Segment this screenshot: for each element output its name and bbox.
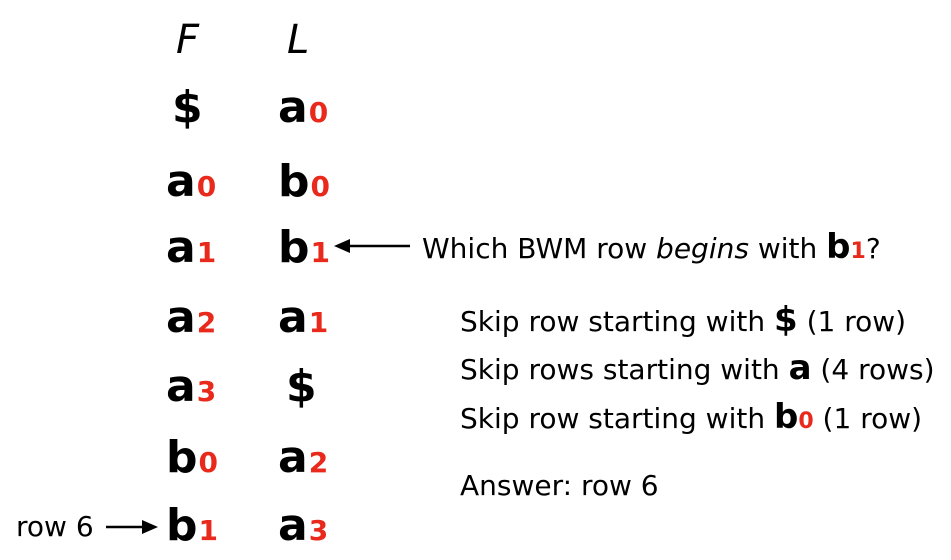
skip-step-2: Skip rows starting with a (4 rows) [460,348,935,388]
f-cell-3: a2 [166,292,217,343]
right-arrow-icon [106,520,158,534]
skip-step-3: Skip row starting with b0 (1 row) [460,397,923,437]
f-cell-4: a3 [166,361,217,412]
l-cell-4: $ [286,361,317,412]
l-cell-6: a3 [278,500,329,551]
f-cell-1: a0 [166,156,217,207]
row-label: row 6 [16,510,94,543]
l-cell-0: a0 [278,82,329,133]
skip-step-1: Skip row starting with $ (1 row) [460,300,907,340]
f-cell-5: b0 [166,432,218,483]
question-text: Which BWM row begins with b1? [422,227,881,267]
l-cell-5: a2 [278,432,329,483]
answer-text: Answer: row 6 [460,469,659,502]
l-column-header: L [287,17,310,63]
l-cell-2: b1 [278,222,330,273]
f-cell-2: a1 [166,222,217,273]
f-cell-6: b1 [166,500,218,551]
left-arrow-icon [334,239,410,253]
l-cell-1: b0 [278,156,330,207]
f-column-header: F [176,17,200,63]
l-cell-3: a1 [278,292,329,343]
f-cell-0: $ [172,82,203,133]
